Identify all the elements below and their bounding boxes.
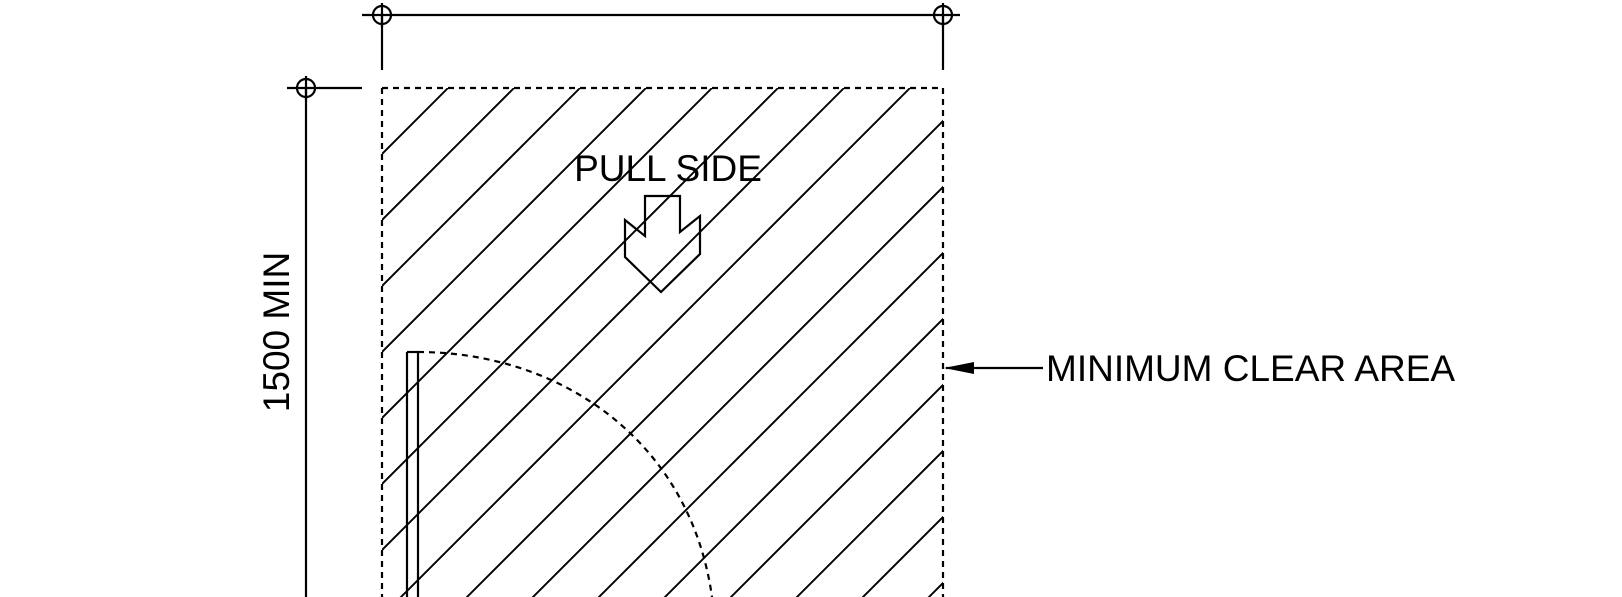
hatch-line xyxy=(1378,88,1622,597)
hatch-line xyxy=(927,581,943,597)
pull-side-label: PULL SIDE xyxy=(574,148,762,189)
hatch-line xyxy=(982,88,1504,597)
clear-area-boundary xyxy=(380,86,945,597)
hatch-line xyxy=(382,88,647,354)
hatch-line xyxy=(1114,88,1622,597)
hatch-pattern xyxy=(382,88,1622,597)
door-swing-arc xyxy=(417,350,714,597)
hatch-line xyxy=(382,88,449,156)
hatch-line xyxy=(399,88,911,597)
hatch-line xyxy=(382,88,845,552)
hatch-line xyxy=(1312,88,1622,597)
hatch-line xyxy=(1246,88,1622,597)
hatch-line xyxy=(795,449,943,597)
hatch-line xyxy=(597,251,943,597)
hatch-line xyxy=(1048,88,1570,597)
dimension-vertical xyxy=(287,76,362,597)
hatch-line xyxy=(1180,88,1622,597)
hatch-line xyxy=(663,317,943,597)
hatch-line xyxy=(531,185,943,597)
door-leaf xyxy=(405,350,420,597)
dimension-horizontal xyxy=(362,3,960,70)
hatch-line xyxy=(1444,88,1622,597)
dimension-vertical-label: 1500 MIN xyxy=(256,252,297,412)
hatch-line xyxy=(382,88,779,486)
leader-arrow xyxy=(944,362,1043,374)
hatch-line xyxy=(861,515,943,597)
hatch-line xyxy=(382,88,581,288)
hatch-line xyxy=(729,383,943,597)
arrowhead-icon xyxy=(944,362,974,374)
hatch-line xyxy=(465,119,943,597)
pull-arrow-icon xyxy=(623,194,702,294)
hatch-line xyxy=(382,88,383,90)
hatch-line xyxy=(382,88,515,222)
hatch-line xyxy=(382,88,713,420)
minimum-clear-area-label: MINIMUM CLEAR AREA xyxy=(1046,348,1455,389)
